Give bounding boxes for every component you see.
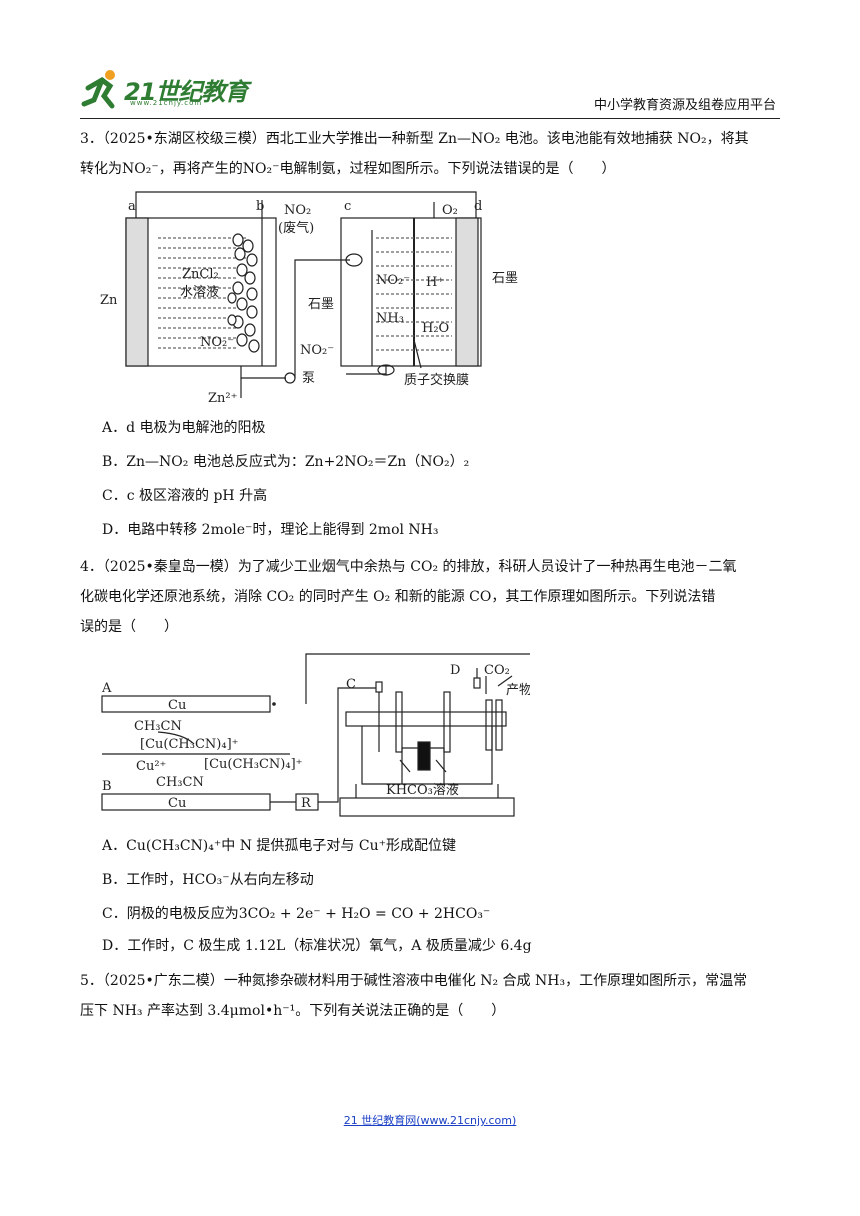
label-zn2plus: Zn²⁺: [208, 391, 237, 406]
page-header: 21世纪教育 www.21cnjy.com 中小学教育资源及组卷应用平台: [80, 66, 780, 118]
label-cu2plus: Cu²⁺: [136, 759, 166, 774]
q3-option-b[interactable]: B．Zn—NO₂ 电池总反应式为：Zn+2NO₂＝Zn（NO₂）₂: [102, 454, 470, 470]
label-b: b: [256, 199, 264, 214]
label-product: 产物: [506, 683, 530, 698]
label-R: R: [301, 796, 312, 811]
label-cu-top: Cu: [168, 698, 186, 713]
label-zncl2: ZnCl₂: [182, 267, 219, 282]
figure-zn-no2-cell: a b c d NO₂ (废气) ZnCl₂ 水溶液 Zn NO₂⁻ Zn²⁺ …: [100, 191, 518, 406]
label-d: d: [474, 199, 482, 214]
question-5: 5．（2025•广东二模）一种氮掺杂碳材料用于碱性溶液中电催化 N₂ 合成 NH…: [80, 966, 780, 1026]
q4-option-b[interactable]: B．工作时，HCO₃⁻从右向左移动: [102, 872, 314, 888]
label-D: D: [450, 663, 460, 678]
label-aqueous: 水溶液: [180, 285, 219, 300]
label-no2-gas: NO₂: [284, 203, 311, 218]
label-h2o: H₂O: [422, 321, 449, 336]
logo-title: 21世纪教育: [124, 78, 248, 106]
label-waste-gas: (废气): [278, 220, 314, 236]
question-stem-line1: 西北工业大学推出一种新型 Zn—NO₂ 电池。该电池能有效地捕获 NO₂，将其: [265, 131, 749, 147]
label-membrane: 质子交换膜: [404, 372, 469, 388]
question-source: （2025•广东二模）: [102, 973, 224, 989]
figure-thermal-regen-cell: A B Cu Cu CH₃CN [Cu(CH₃CN)₄]⁺ Cu²⁺ [Cu(C…: [101, 653, 530, 817]
label-complex-1: [Cu(CH₃CN)₄]⁺: [140, 737, 239, 752]
label-complex-2: [Cu(CH₃CN)₄]⁺: [204, 757, 303, 772]
logo-subtitle: www.21cnjy.com: [130, 99, 203, 107]
label-graphite-right: 石墨: [492, 271, 518, 286]
label-hplus: H⁺: [426, 275, 444, 290]
q3-option-c[interactable]: C．c 极区溶液的 pH 升高: [102, 488, 268, 504]
label-B: B: [102, 779, 112, 794]
q4-option-a[interactable]: A．Cu(CH₃CN)₄⁺中 N 提供孤电子对与 Cu⁺形成配位键: [102, 838, 456, 854]
label-zn: Zn: [100, 293, 118, 308]
question-4: 4．（2025•秦皇岛一模）为了减少工业烟气中余热与 CO₂ 的排放，科研人员设…: [80, 552, 780, 642]
q4-option-c[interactable]: C．阴极的电极反应为3CO₂ + 2e⁻ + H₂O = CO + 2HCO₃⁻: [102, 906, 491, 922]
label-graphite-left: 石墨: [308, 297, 334, 312]
label-ch3cn-2: CH₃CN: [156, 775, 204, 790]
label-o2: O₂: [442, 203, 458, 218]
header-divider: [80, 118, 780, 119]
question-stem-line3: 误的是（ ）: [80, 619, 178, 635]
question-source: （2025•秦皇岛一模）: [102, 559, 238, 575]
question-number: 4．: [80, 559, 103, 575]
question-3: 3．（2025•东湖区校级三模）西北工业大学推出一种新型 Zn—NO₂ 电池。该…: [80, 124, 780, 184]
question-source: （2025•东湖区校级三模）: [102, 131, 266, 147]
label-C: C: [346, 677, 356, 692]
label-ch3cn-1: CH₃CN: [134, 719, 182, 734]
question-stem-line2: 压下 NH₃ 产率达到 3.4μmol•h⁻¹。下列有关说法正确的是（ ）: [80, 1003, 506, 1019]
label-a: a: [128, 199, 136, 214]
label-no2-minus-mid: NO₂⁻: [300, 343, 334, 358]
question-stem-line2: 转化为NO₂⁻，再将产生的NO₂⁻电解制氨，过程如图所示。下列说法错误的是（ ）: [80, 161, 616, 177]
platform-name: 中小学教育资源及组卷应用平台: [593, 98, 776, 113]
label-nh3: NH₃: [376, 311, 404, 326]
question-stem-line2: 化碳电化学还原池系统，消除 CO₂ 的同时产生 O₂ 和新的能源 CO，其工作原…: [80, 589, 716, 605]
runner-logo-icon: [81, 70, 115, 109]
label-A: A: [101, 681, 112, 696]
q3-option-a[interactable]: A．d 电极为电解池的阳极: [102, 420, 266, 436]
footer-site-link[interactable]: 21 世纪教育网(www.21cnjy.com): [343, 1114, 517, 1127]
label-co2: CO₂: [484, 663, 510, 678]
label-c: c: [344, 199, 351, 214]
label-khco3: KHCO₃溶液: [386, 783, 459, 798]
page-footer: 21 世纪教育网(www.21cnjy.com): [0, 1112, 860, 1128]
question-number: 5．: [80, 973, 103, 989]
q4-option-d[interactable]: D．工作时，C 极生成 1.12L（标准状况）氧气，A 极质量减少 6.4g: [102, 938, 532, 954]
question-number: 3．: [80, 131, 103, 147]
label-no2-minus-right: NO₂⁻: [376, 273, 410, 288]
q3-option-d[interactable]: D．电路中转移 2mole⁻时，理论上能得到 2mol NH₃: [102, 522, 439, 538]
label-cu-bottom: Cu: [168, 796, 186, 811]
label-no2-minus-left: NO₂⁻: [200, 335, 234, 350]
site-logo[interactable]: 21世纪教育 www.21cnjy.com: [80, 66, 250, 110]
question-stem-line1: 一种氮掺杂碳材料用于碱性溶液中电催化 N₂ 合成 NH₃，工作原理如图所示，常温…: [223, 973, 748, 989]
question-stem-line1: 为了减少工业烟气中余热与 CO₂ 的排放，科研人员设计了一种热再生电池－二氧: [237, 559, 737, 575]
label-pump: 泵: [302, 371, 315, 386]
